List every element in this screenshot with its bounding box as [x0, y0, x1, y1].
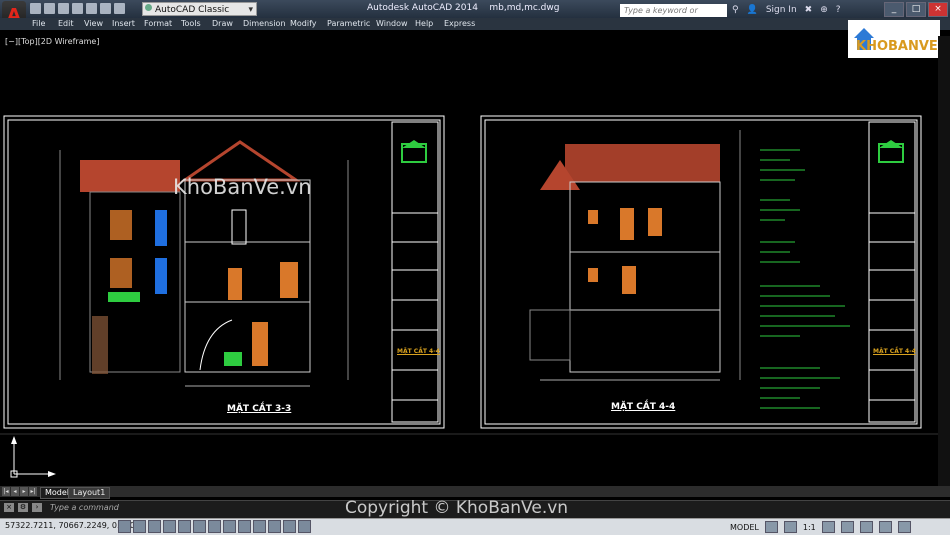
workspace-switch-icon[interactable] [840, 521, 854, 533]
tab-model[interactable]: Model [40, 487, 75, 499]
menu-edit[interactable]: Edit [58, 19, 74, 28]
khobanve-logo: KHOBANVE [848, 20, 940, 58]
prompt-icon[interactable]: › [32, 503, 42, 512]
status-right: MODEL 1:1 [730, 521, 911, 533]
menu-format[interactable]: Format [144, 19, 173, 28]
plot-icon[interactable] [86, 3, 97, 14]
menu-view[interactable]: View [84, 19, 103, 28]
transparency-icon[interactable] [268, 520, 281, 533]
exchange-icon[interactable]: ✖ [804, 5, 813, 15]
open-icon[interactable] [44, 3, 55, 14]
quick-view-layouts-icon[interactable] [764, 521, 778, 533]
menu-help[interactable]: Help [415, 19, 434, 28]
quick-access-toolbar [30, 3, 125, 14]
annotation-visibility-icon[interactable] [821, 521, 835, 533]
tab-layout1[interactable]: Layout1 [68, 487, 111, 499]
ortho-icon[interactable] [148, 520, 161, 533]
window-title: Autodesk AutoCAD 2014 mb,md,mc.dwg [367, 3, 559, 13]
section-3-3-caption: MẶT CẮT 3-3 [227, 404, 292, 414]
ucs-icon [10, 436, 56, 478]
command-line [0, 500, 950, 518]
quick-view-drawings-icon[interactable] [783, 521, 797, 533]
workspace-dropdown[interactable]: AutoCAD Classic [142, 2, 257, 17]
copyright-watermark: Copyright © KhoBanVe.vn [345, 498, 569, 518]
save-icon[interactable] [58, 3, 69, 14]
status-bar [0, 518, 950, 535]
undo-icon[interactable] [100, 3, 111, 14]
right-titleblock-caption: MẶT CẮT 4-4 [873, 348, 916, 355]
file-name: mb,md,mc.dwg [489, 3, 560, 13]
menu-express[interactable]: Express [444, 19, 476, 28]
connect-icon[interactable]: ⊕ [820, 5, 828, 15]
new-icon[interactable] [30, 3, 41, 14]
otrack-icon[interactable] [208, 520, 221, 533]
drafting-settings [118, 520, 311, 533]
app-title: Autodesk AutoCAD 2014 [367, 3, 478, 13]
section-4-4-caption: MẶT CẮT 4-4 [611, 402, 676, 412]
close-button[interactable]: × [928, 2, 948, 17]
selection-cycling-icon[interactable] [298, 520, 311, 533]
menu-modify[interactable]: Modify [290, 19, 317, 28]
tab-navigation: |◂ ◂ ▸ ▸| [2, 487, 37, 496]
lock-icon[interactable] [859, 521, 873, 533]
grid-icon[interactable] [133, 520, 146, 533]
next-tab-icon[interactable]: ▸ [20, 487, 28, 496]
minimize-button[interactable]: _ [884, 2, 904, 17]
quick-props-icon[interactable] [283, 520, 296, 533]
user-icon[interactable]: 👤 [746, 5, 758, 15]
window-controls: _ □ × [884, 2, 948, 17]
search-input[interactable]: Type a keyword or phrase [620, 4, 727, 28]
clean-screen-icon[interactable] [897, 521, 911, 533]
prev-tab-icon[interactable]: ◂ [11, 487, 19, 496]
khobanve-logo-text: KHOBANVE [856, 39, 938, 54]
polar-icon[interactable] [163, 520, 176, 533]
drawing-canvas[interactable] [0, 30, 938, 486]
menu-draw[interactable]: Draw [212, 19, 233, 28]
close-cmd-icon[interactable]: × [4, 503, 14, 512]
save-as-icon[interactable] [72, 3, 83, 14]
menu-dimension[interactable]: Dimension [243, 19, 286, 28]
coordinates-readout: 57322.7211, 70667.2249, 0.0000 [5, 521, 140, 530]
sign-in-link[interactable]: Sign In [765, 5, 797, 15]
snap-icon[interactable] [118, 520, 131, 533]
menu-file[interactable]: File [32, 19, 46, 28]
osnap-icon[interactable] [178, 520, 191, 533]
redo-icon[interactable] [114, 3, 125, 14]
left-titleblock-caption: MẶT CẮT 4-4 [397, 348, 440, 355]
last-tab-icon[interactable]: ▸| [29, 487, 37, 496]
workspace-label: AutoCAD Classic [155, 5, 230, 15]
menu-bar: File Edit View Insert Format Tools Draw … [0, 18, 950, 30]
isolate-icon[interactable] [878, 521, 892, 533]
settings-icon[interactable]: ⚙ [18, 503, 28, 512]
annotation-scale[interactable]: 1:1 [802, 522, 816, 532]
binoculars-icon[interactable]: ⚲ [732, 5, 739, 15]
dyn-icon[interactable] [238, 520, 251, 533]
ducs-icon[interactable] [223, 520, 236, 533]
horizontal-scrollbar[interactable] [0, 486, 950, 497]
vertical-scrollbar[interactable] [938, 36, 950, 486]
help-icon[interactable]: ? [835, 5, 841, 15]
viewport-controls[interactable]: [−][Top][2D Wireframe] [5, 37, 100, 46]
command-input[interactable]: Type a command [50, 503, 119, 512]
menu-tools[interactable]: Tools [181, 19, 201, 28]
first-tab-icon[interactable]: |◂ [2, 487, 10, 496]
menu-insert[interactable]: Insert [112, 19, 135, 28]
infocenter-icons: ⚲ 👤 Sign In ✖ ⊕ ? [732, 5, 841, 15]
drawing-watermark: KhoBanVe.vn [173, 175, 312, 199]
maximize-button[interactable]: □ [906, 2, 926, 17]
command-line-icons: × ⚙ › [4, 503, 42, 512]
lineweight-icon[interactable] [253, 520, 266, 533]
model-space-label[interactable]: MODEL [730, 522, 759, 532]
3dosnap-icon[interactable] [193, 520, 206, 533]
menu-window[interactable]: Window [376, 19, 408, 28]
menu-parametric[interactable]: Parametric [327, 19, 371, 28]
workspace-gear-icon [145, 4, 152, 11]
